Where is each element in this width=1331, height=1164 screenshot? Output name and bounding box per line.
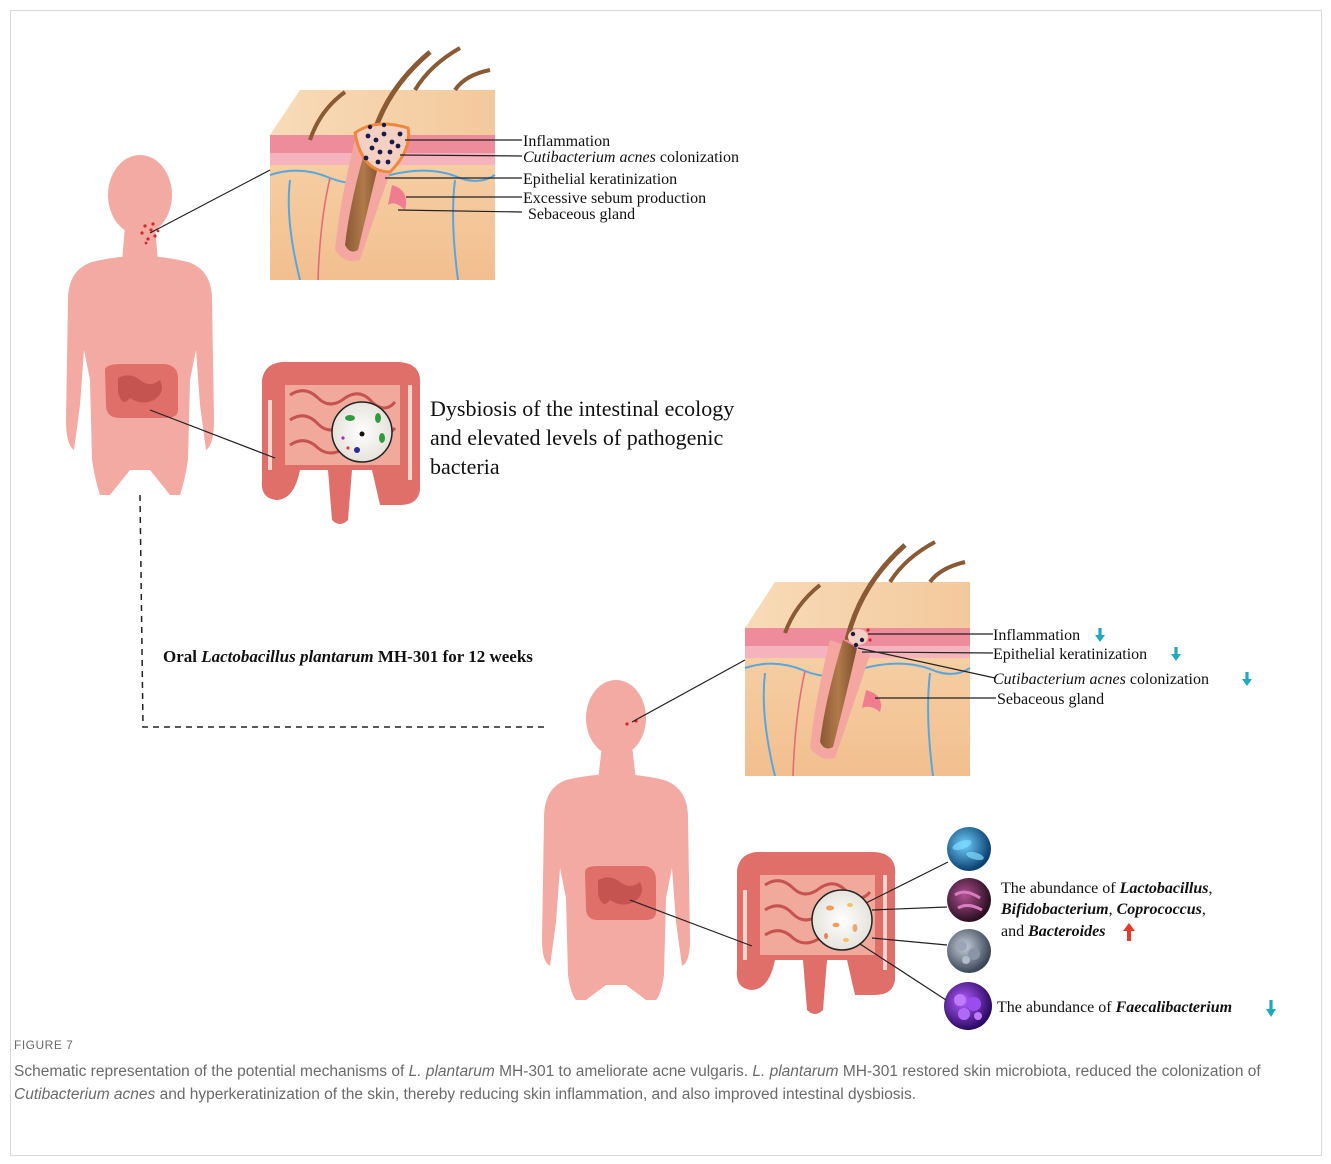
caption-text: Schematic representation of the potentia… (14, 1060, 1304, 1106)
microbe-blue-rods-image (947, 827, 991, 871)
top-petri-dish (332, 402, 392, 462)
bottom-label-gland: Sebaceous gland (997, 691, 1104, 708)
bottom-gut-increase-line-1: The abundance of Lactobacillus, (1001, 880, 1213, 897)
bottom-small-intestine (585, 866, 656, 920)
top-skin-cross-section (270, 48, 495, 280)
top-gut-line-1: Dysbiosis of the intestinal ecology (430, 396, 734, 421)
top-human-silhouette (66, 155, 214, 495)
arrow-down-icon (1266, 1000, 1276, 1017)
top-gut-line-3: bacteria (430, 454, 500, 479)
bottom-label-inflammation: Inflammation (993, 627, 1080, 644)
top-label-inflammation: Inflammation (523, 133, 610, 150)
microbe-grey-cluster-image (947, 929, 991, 973)
diagram: Inflammation Cutibacterium acnes coloniz… (0, 0, 1331, 1030)
bottom-human-silhouette (542, 680, 690, 1000)
microbe-purple-rods-image (947, 878, 991, 922)
top-small-intestine (105, 364, 178, 418)
figure-caption: FIGURE 7 Schematic representation of the… (14, 1038, 1304, 1106)
bottom-gut-increase-line-3: and Bacteroides (1001, 923, 1105, 940)
top-label-keratinization: Epithelial keratinization (523, 171, 677, 188)
caption-part: and hyperkeratinization of the skin, the… (155, 1086, 916, 1103)
bottom-label-keratinization: Epithelial keratinization (993, 646, 1147, 663)
top-label-gland: Sebaceous gland (528, 206, 635, 223)
caption-part: Schematic representation of the potentia… (14, 1063, 409, 1080)
caption-part: Cutibacterium acnes (14, 1086, 155, 1103)
top-gut-line-2: and elevated levels of pathogenic (430, 425, 723, 450)
top-label-colonization: Cutibacterium acnes colonization (523, 149, 739, 166)
figure-label: FIGURE 7 (14, 1038, 1304, 1052)
bottom-gut-increase-line-2: Bifidobacterium, Coprococcus, (1000, 901, 1206, 918)
treatment-dashed-path (140, 495, 545, 727)
bottom-petri-dish (812, 890, 872, 950)
microbe-images (944, 827, 992, 1030)
caption-part: L. plantarum (409, 1063, 495, 1080)
caption-part: MH-301 restored skin microbiota, reduced… (839, 1063, 1261, 1080)
bottom-gut-decrease-line: The abundance of Faecalibacterium (997, 999, 1232, 1016)
bottom-skin-cross-section (745, 542, 970, 776)
microbe-violet-cocci-image (944, 982, 992, 1030)
caption-part: MH-301 to ameliorate acne vulgaris. (495, 1063, 753, 1080)
top-label-sebum: Excessive sebum production (523, 190, 706, 207)
arrow-down-icon (1242, 672, 1252, 686)
bottom-face-to-skin-connector (632, 660, 745, 722)
arrow-down-icon (1095, 628, 1105, 642)
bottom-label-colonization: Cutibacterium acnes colonization (993, 671, 1209, 688)
arrow-up-icon (1123, 923, 1135, 941)
arrow-down-icon (1171, 647, 1181, 661)
caption-part: L. plantarum (752, 1063, 838, 1080)
treatment-label: Oral Lactobacillus plantarum MH-301 for … (163, 647, 533, 666)
